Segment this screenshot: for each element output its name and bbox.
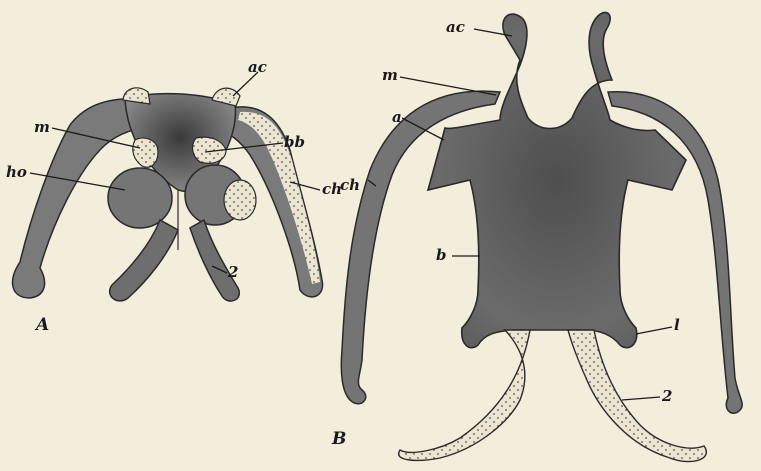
- label-a-ac: ac: [248, 58, 267, 76]
- label-b-m: m: [382, 66, 398, 84]
- panel-b-thyrohyal-left: [399, 330, 530, 460]
- panel-a-label: A: [34, 315, 49, 335]
- label-a-2: 2: [227, 263, 238, 281]
- label-a-m: m: [34, 118, 50, 136]
- panel-a-m-cartilage: [133, 138, 158, 167]
- label-b-2: 2: [661, 387, 672, 405]
- panel-a-thyrohyal-right: [190, 220, 239, 301]
- panel-a-cartilage-blob: [224, 180, 256, 220]
- label-b-a: a: [392, 108, 402, 126]
- panel-b: ac m a ch b l 2 B: [331, 12, 742, 461]
- panel-b-body: [428, 12, 686, 347]
- leader-b-l: [636, 327, 672, 334]
- label-a-ho: ho: [6, 163, 27, 181]
- label-b-ch: ch: [340, 176, 360, 194]
- panel-a: ac m bb ho ch 2 A: [6, 58, 342, 335]
- panel-b-label: B: [331, 429, 346, 449]
- panel-a-hypohyal-left: [108, 168, 172, 228]
- panel-b-thyrohyal-right: [568, 330, 706, 462]
- label-b-l: l: [674, 316, 680, 334]
- leader-b-m: [400, 77, 496, 95]
- label-b-b: b: [436, 246, 447, 264]
- panel-a-thyrohyal-left: [110, 220, 178, 301]
- label-b-ac: ac: [446, 18, 465, 36]
- label-a-bb: bb: [284, 133, 305, 151]
- leader-b-2: [622, 397, 660, 400]
